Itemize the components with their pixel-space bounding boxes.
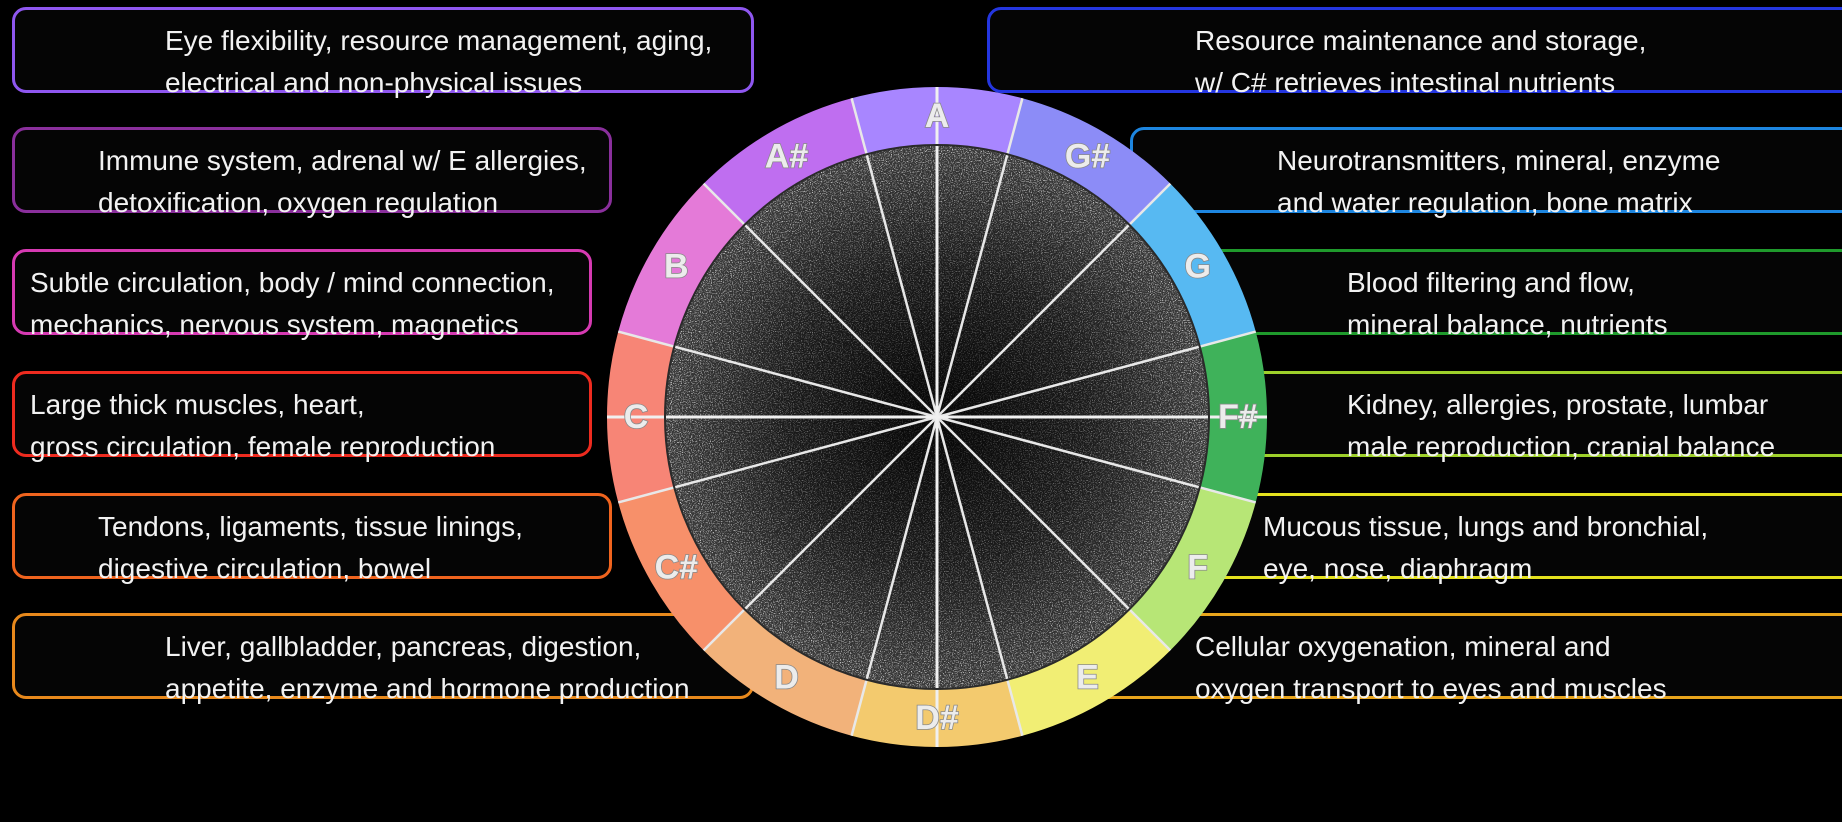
box-c-sharp: Tendons, ligaments, tissue linings,diges… (12, 493, 612, 579)
note-label-f: F (1187, 549, 1208, 587)
note-label-c-sharp: C# (655, 549, 699, 587)
box-g-line-2: and water regulation, bone matrix (1277, 182, 1720, 224)
note-label-d: D (774, 659, 799, 697)
box-g-line-1: Neurotransmitters, mineral, enzyme (1277, 140, 1720, 182)
box-c: Large thick muscles, heart,gross circula… (12, 371, 592, 457)
box-f-line-2: male reproduction, cranial balance (1347, 426, 1775, 468)
note-label-c: C (624, 398, 649, 436)
box-c-line-1: Large thick muscles, heart, (30, 384, 495, 426)
note-wheel: A G# G F# F E D# D C# C B A# (607, 87, 1267, 747)
box-g-sharp: Resource maintenance and storage,w/ C# r… (987, 7, 1842, 93)
ring-dividers (607, 87, 1267, 747)
note-label-g-sharp: G# (1065, 137, 1110, 175)
note-label-g: G (1184, 248, 1210, 286)
box-b: Subtle circulation, body / mind connecti… (12, 249, 592, 335)
box-c-sharp-line-1: Tendons, ligaments, tissue linings, (98, 506, 523, 548)
box-f-line-1: Kidney, allergies, prostate, lumbar (1347, 384, 1775, 426)
box-a-sharp-line-1: Immune system, adrenal w/ E allergies, (98, 140, 587, 182)
box-a-sharp-line-2: detoxification, oxygen regulation (98, 182, 587, 224)
box-b-line-1: Subtle circulation, body / mind connecti… (30, 262, 555, 304)
box-a-sharp: Immune system, adrenal w/ E allergies,de… (12, 127, 612, 213)
box-g-sharp-line-1: Resource maintenance and storage, (1195, 20, 1646, 62)
box-f-sharp: Blood filtering and flow,mineral balance… (1208, 249, 1842, 335)
box-c-line-2: gross circulation, female reproduction (30, 426, 495, 468)
box-a-line-1: Eye flexibility, resource management, ag… (165, 20, 712, 62)
box-a: Eye flexibility, resource management, ag… (12, 7, 754, 93)
box-c-sharp-line-2: digestive circulation, bowel (98, 548, 523, 590)
note-label-d-sharp: D# (915, 699, 959, 737)
box-f-sharp-line-2: mineral balance, nutrients (1347, 304, 1668, 346)
box-e-line-2: eye, nose, diaphragm (1263, 548, 1708, 590)
note-label-b: B (664, 248, 689, 286)
note-label-f-sharp: F# (1218, 398, 1258, 436)
note-label-a-sharp: A# (765, 137, 809, 175)
box-b-line-2: mechanics, nervous system, magnetics (30, 304, 555, 346)
box-f-sharp-line-1: Blood filtering and flow, (1347, 262, 1668, 304)
note-label-e: E (1076, 659, 1099, 697)
note-label-a: A (925, 97, 950, 135)
box-e-line-1: Mucous tissue, lungs and bronchial, (1263, 506, 1708, 548)
